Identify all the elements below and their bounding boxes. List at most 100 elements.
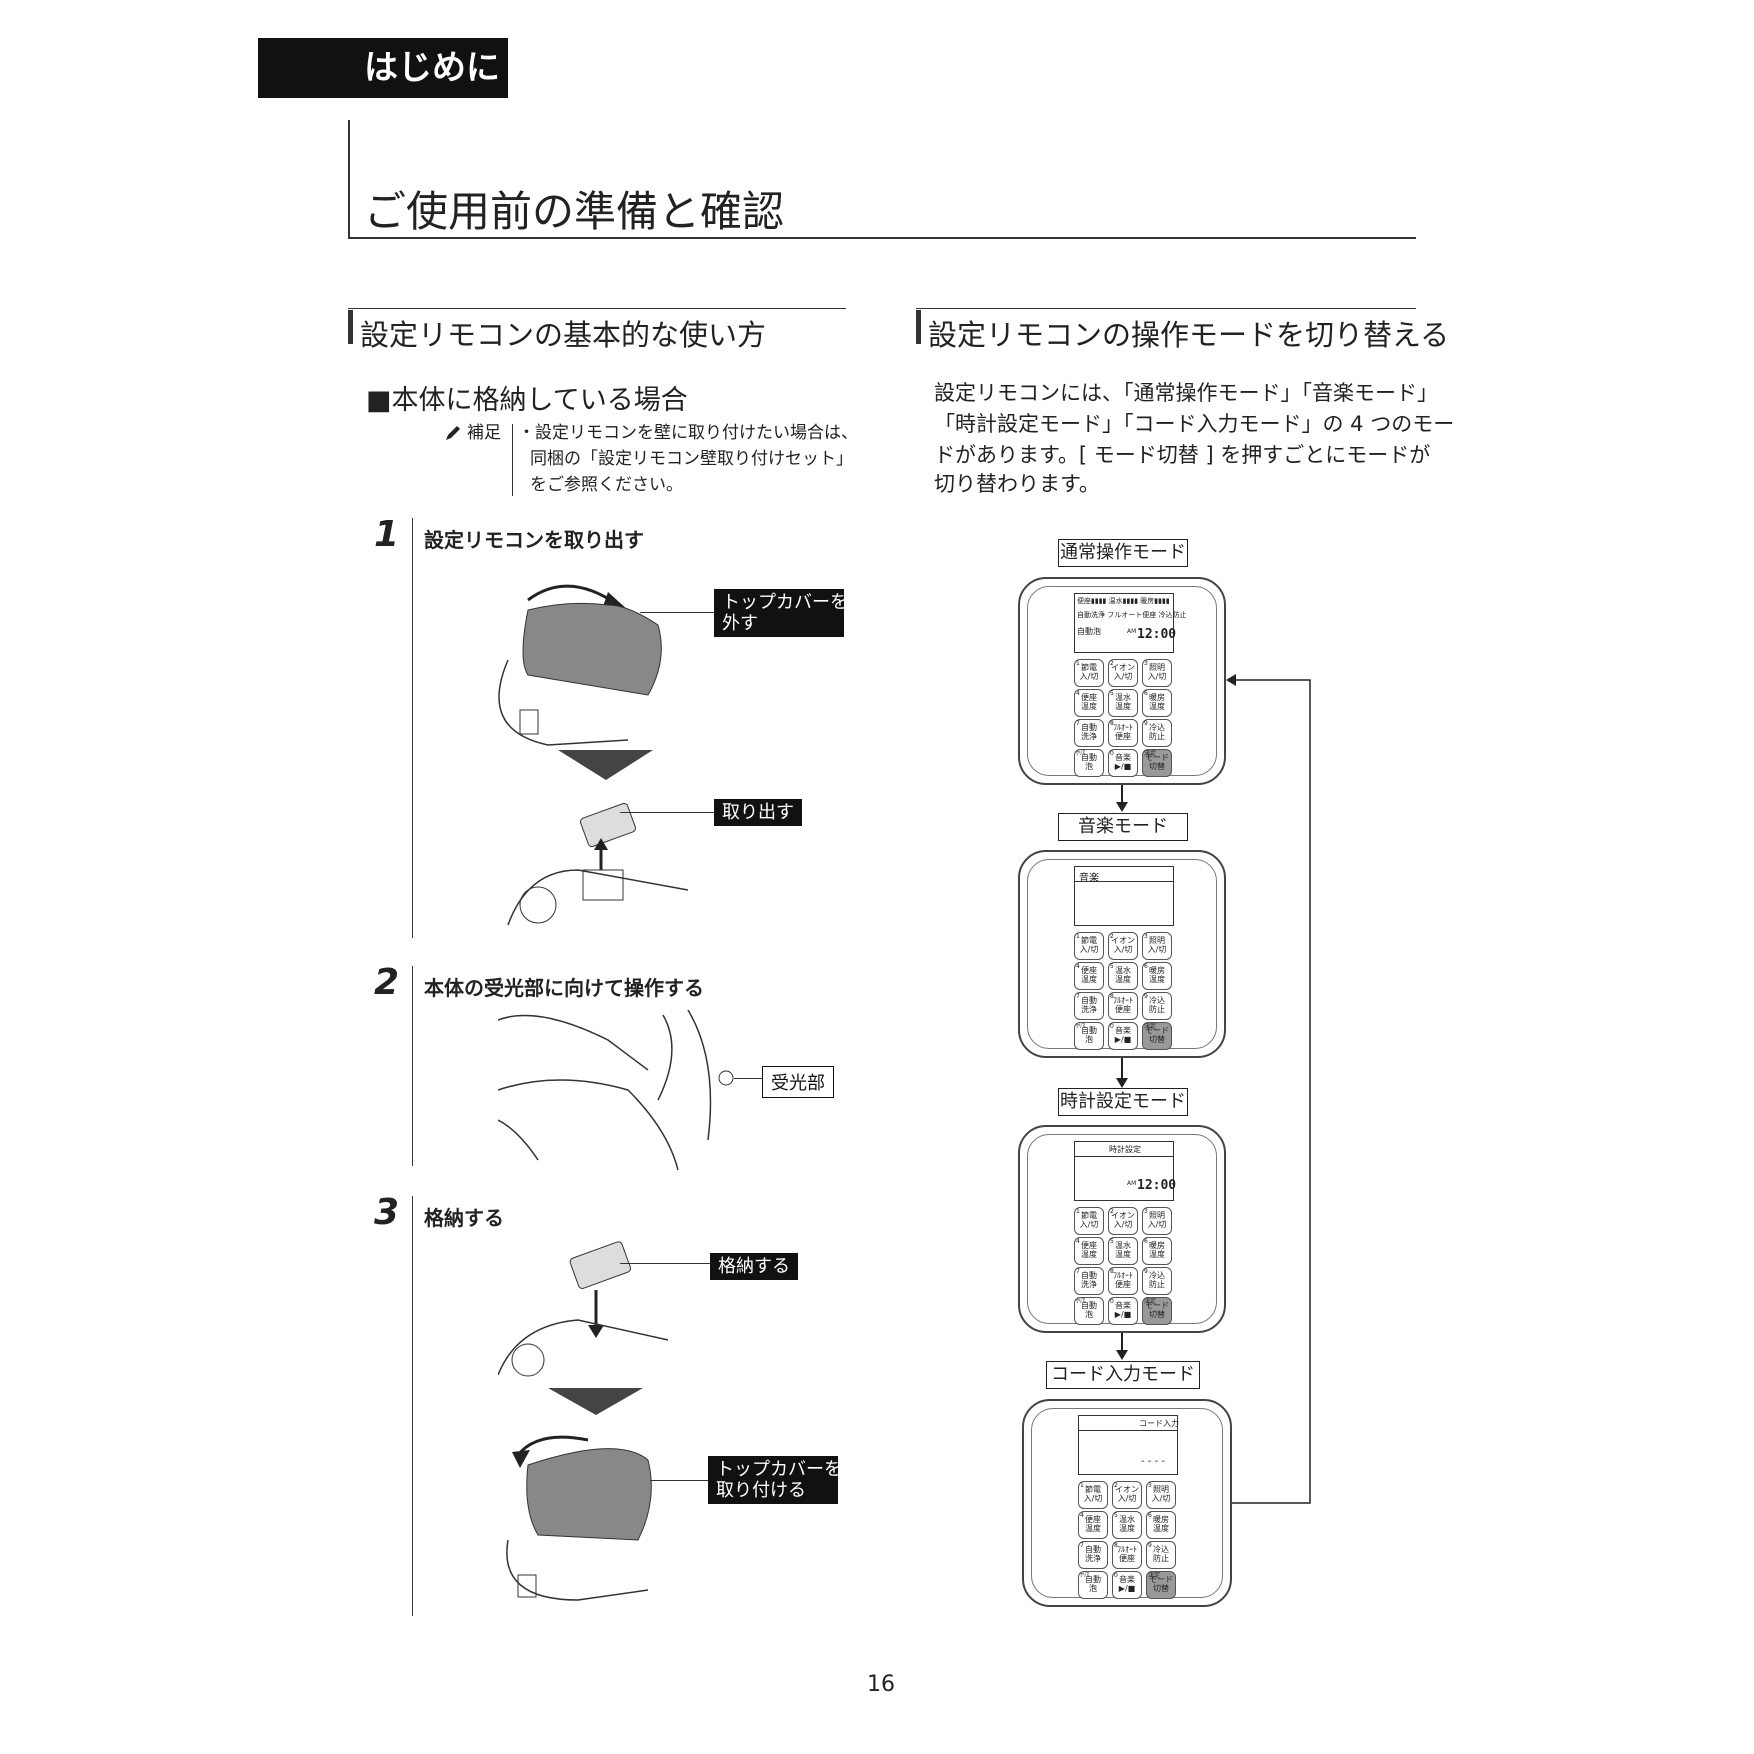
remote-key-number: 7 <box>1076 993 1080 1000</box>
remote-key-label: 便座 <box>1081 1241 1097 1250</box>
note-divider <box>512 424 513 496</box>
sub-title: ■本体に格納している場合 <box>366 385 688 416</box>
remote-key-label: 入/切 <box>1079 1220 1099 1229</box>
pencil-icon <box>444 424 462 446</box>
remote-screen: 時計設定 AM 12:00 <box>1074 1141 1176 1201</box>
remote-key-label: 切替 <box>1149 1310 1165 1319</box>
remote-key-label: 温度 <box>1081 975 1097 984</box>
remote-key-label: 温度 <box>1081 1250 1097 1259</box>
remote-key-label: 防止 <box>1149 1280 1165 1289</box>
remote-key-number: 7 <box>1076 720 1080 727</box>
remote-key-number: 0 <box>1110 750 1114 757</box>
remote-key-label: 自動 <box>1081 753 1097 762</box>
remote-key-label: 温水 <box>1115 966 1131 975</box>
remote-key-label: 冷込 <box>1153 1545 1169 1554</box>
step-2-line <box>412 966 413 1166</box>
remote-key-number: 1 <box>1080 1482 1084 1489</box>
remote-key-label: 入/切 <box>1079 672 1099 681</box>
remote-key-label: 温度 <box>1119 1524 1135 1533</box>
remote-key-number: 7 <box>1076 1268 1080 1275</box>
step-2-illustration <box>498 1010 734 1170</box>
remote-key-label: 温度 <box>1149 702 1165 711</box>
remote-key-number: 1 <box>1076 1208 1080 1215</box>
remote-key-label: 洗浄 <box>1081 732 1097 741</box>
mode-label-clock: 時計設定モード <box>1058 1088 1188 1116</box>
remote-key-number: 3 <box>1144 1208 1148 1215</box>
mode-label-code: コード入力モード <box>1046 1361 1200 1389</box>
page-title: ご使用前の準備と確認 <box>364 187 785 236</box>
step-2-number: 2 <box>374 962 400 1003</box>
callout-line <box>734 1078 762 1079</box>
remote-key-label: ﾌﾙｵｰﾄ <box>1113 1271 1133 1280</box>
remote-key-label: 音楽 <box>1119 1575 1135 1584</box>
paragraph-line-3: ドがあります。[ モード切替 ] を押すごとにモードが <box>934 443 1431 467</box>
remote-key-number: 2 <box>1114 1482 1118 1489</box>
remote-key-label: 便座 <box>1115 1280 1131 1289</box>
remote-key-number: 5 <box>1114 1512 1118 1519</box>
remote-key-label: 切替 <box>1153 1584 1169 1593</box>
remote-key: ｸﾘｱ自動泡 <box>1074 1297 1104 1325</box>
section-tag: はじめに <box>258 38 508 98</box>
remote-key-label: ﾌﾙｵｰﾄ <box>1113 723 1133 732</box>
remote-key-label: 温度 <box>1115 702 1131 711</box>
remote-key-label: 便座 <box>1119 1554 1135 1563</box>
remote-key-label: ﾌﾙｵｰﾄ <box>1113 996 1133 1005</box>
remote-key-label: 冷込 <box>1149 996 1165 1005</box>
remote-key-number: ｸﾘｱ <box>1080 1572 1090 1579</box>
remote-key-label: 自動 <box>1081 1301 1097 1310</box>
remote-key-label: 便座 <box>1115 732 1131 741</box>
remote-key-label: 暖房 <box>1153 1515 1169 1524</box>
remote-key-label: 自動 <box>1081 723 1097 732</box>
remote-key-label: イオン <box>1111 936 1135 945</box>
remote-key-label: 入/切 <box>1113 945 1133 954</box>
remote-key-label: 音楽 <box>1115 1301 1131 1310</box>
step-1-illustration <box>498 584 689 926</box>
remote-key-number: 1 <box>1076 660 1080 667</box>
remote-key-label: モード <box>1145 1026 1169 1035</box>
remote-key-number: 8 <box>1110 1268 1114 1275</box>
remote-key-number: 5 <box>1110 1238 1114 1245</box>
remote-key-number: 8 <box>1110 993 1114 1000</box>
remote-key-label: 温水 <box>1119 1515 1135 1524</box>
remote-key-label: ▶/■ <box>1118 1584 1136 1593</box>
callout-receiver: 受光部 <box>762 1066 834 1098</box>
remote-key-label: イオン <box>1111 663 1135 672</box>
remote-key-number: 0 <box>1110 1298 1114 1305</box>
note-line-3: をご参照ください。 <box>530 475 683 495</box>
section-title-left: 設定リモコンの基本的な使い方 <box>360 318 767 352</box>
remote-key-label: 防止 <box>1153 1554 1169 1563</box>
section-rule-right <box>916 308 1416 309</box>
remote-key-number: 6 <box>1144 963 1148 970</box>
remote-key: 決定モード切替 <box>1142 1022 1172 1050</box>
remote-key-label: 自動 <box>1081 1026 1097 1035</box>
remote-key-number: 4 <box>1076 690 1080 697</box>
remote-key-label: 暖房 <box>1149 693 1165 702</box>
section-bar-left <box>348 310 353 344</box>
remote-key-label: 照明 <box>1149 663 1165 672</box>
remote-key-label: 入/切 <box>1083 1494 1103 1503</box>
remote-key-label: イオン <box>1115 1485 1139 1494</box>
remote-key-label: モード <box>1149 1575 1173 1584</box>
remote-key-label: ▶/■ <box>1114 1310 1132 1319</box>
